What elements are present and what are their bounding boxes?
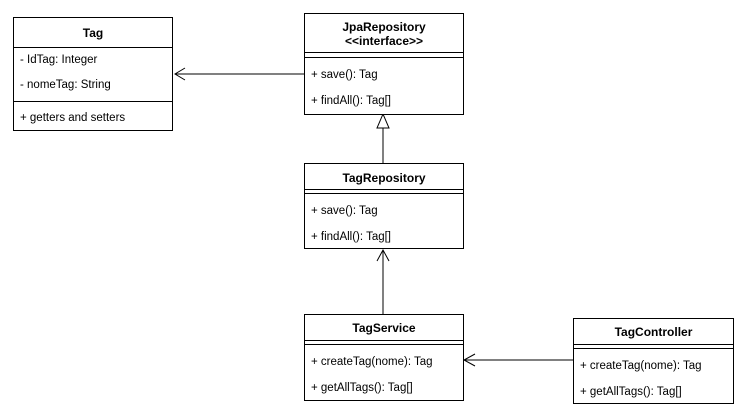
dependency-service-to-repo bbox=[376, 248, 390, 314]
class-tag-service-method: + createTag(nome): Tag bbox=[311, 356, 433, 368]
class-jpa-repository-divider-a bbox=[305, 52, 463, 53]
class-jpa-repository[interactable]: JpaRepository <<interface>> + save(): Ta… bbox=[304, 13, 464, 115]
class-jpa-repository-method: + save(): Tag bbox=[311, 69, 378, 81]
class-tag-divider-top bbox=[14, 47, 172, 48]
association-jpa-to-tag bbox=[174, 67, 304, 81]
class-tag-repository-name: TagRepository bbox=[342, 171, 426, 185]
class-jpa-repository-divider-b bbox=[305, 57, 463, 58]
class-tag-controller-method: + createTag(nome): Tag bbox=[580, 360, 702, 372]
class-tag-service-divider-a bbox=[305, 340, 463, 341]
class-jpa-repository-method: + findAll(): Tag[] bbox=[311, 95, 392, 107]
class-tag-controller-method: + getAllTags(): Tag[] bbox=[580, 386, 682, 398]
class-tag-service-method: + getAllTags(): Tag[] bbox=[311, 382, 413, 394]
class-tag-controller[interactable]: TagController + createTag(nome): Tag + g… bbox=[573, 318, 734, 404]
class-tag-controller-divider-b bbox=[574, 348, 733, 349]
dependency-controller-to-service bbox=[462, 353, 573, 367]
class-tag-name: Tag bbox=[82, 26, 104, 40]
class-tag-repository-method: + findAll(): Tag[] bbox=[311, 231, 392, 243]
class-tag-repository-divider-a bbox=[305, 189, 463, 190]
class-tag-attribute: - nomeTag: String bbox=[20, 79, 111, 91]
class-jpa-repository-stereotype: <<interface>> bbox=[344, 34, 424, 48]
class-tag-service-name: TagService bbox=[352, 321, 416, 335]
generalization-repo-to-jpa bbox=[376, 112, 390, 163]
class-tag-repository[interactable]: TagRepository + save(): Tag + findAll():… bbox=[304, 163, 464, 249]
class-tag-divider-methods bbox=[14, 101, 172, 102]
class-tag-service[interactable]: TagService + createTag(nome): Tag + getA… bbox=[304, 314, 464, 401]
class-tag-service-divider-b bbox=[305, 344, 463, 345]
class-tag-attribute: - IdTag: Integer bbox=[20, 54, 98, 66]
class-tag-repository-method: + save(): Tag bbox=[311, 205, 378, 217]
class-tag-repository-divider-b bbox=[305, 193, 463, 194]
class-tag[interactable]: Tag - IdTag: Integer - nomeTag: String +… bbox=[13, 17, 173, 131]
class-tag-controller-name: TagController bbox=[614, 325, 693, 339]
class-jpa-repository-name: JpaRepository <<interface>> bbox=[305, 20, 463, 48]
class-tag-method: + getters and setters bbox=[20, 112, 126, 124]
class-tag-controller-divider-a bbox=[574, 344, 733, 345]
